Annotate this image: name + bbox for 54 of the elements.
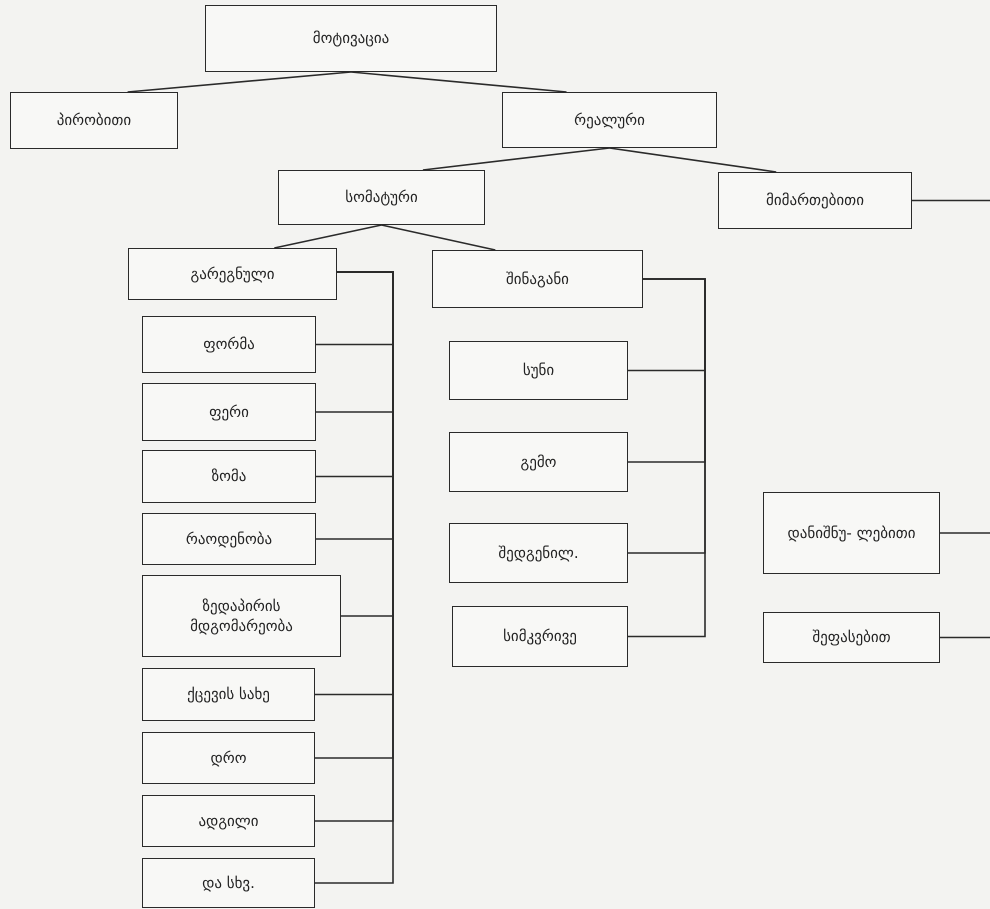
connector-line [350,71,567,93]
concept-box [142,858,315,908]
concept-box [142,668,315,721]
concept-box [142,795,315,847]
concept-box [502,92,717,148]
node-label: ფორმა [203,334,255,355]
node-label: დანიშნუ- ლებითი [788,522,916,544]
connector-line [609,147,776,173]
concept-box [142,383,316,441]
node-label: სომატური [345,187,418,208]
connector-line [940,636,990,638]
concept-box [449,523,628,583]
concept-box [452,606,628,667]
node-label: და სხვ. [202,872,255,894]
concept-box [142,513,316,565]
concept-box [10,92,178,149]
node-label: შინაგანი [506,268,569,290]
connector-line [628,278,706,638]
concept-box [763,492,940,574]
connector-line [381,224,496,251]
node-label: გარეგნული [190,264,274,284]
concept-box [278,170,485,225]
node-label: სიმკვრივე [503,626,577,647]
node-label: პირობითი [56,110,132,131]
node-label: ზომა [212,466,246,487]
concept-box [142,450,316,503]
connector-line [912,200,990,202]
node-label: მიმართებითი [766,190,864,211]
node-label: სუნი [522,360,554,381]
concept-box [142,732,315,784]
node-label: მოტივაცია [312,28,390,49]
concept-box [128,248,337,300]
node-label: რეალური [574,110,645,130]
concept-box [449,341,628,400]
node-label: შედგენილ. [498,542,579,564]
concept-box [142,316,316,373]
node-label: ადგილი [198,810,259,832]
connector-line [422,147,610,171]
concept-box [205,5,497,72]
connector-line [274,224,382,249]
connector-line [128,71,352,93]
connector-line [940,532,990,534]
node-label: გემო [520,452,556,472]
concept-box [718,172,912,229]
node-label: ფერი [209,402,249,422]
concept-box [449,432,628,492]
node-label: რაოდენობა [186,528,272,550]
concept-box [142,575,341,657]
node-label: დრო [210,748,246,768]
concept-box [763,612,940,663]
concept-box [432,250,643,308]
node-label: ქცევის სახე [187,684,270,705]
node-label: შეფასებით [812,627,891,648]
node-label: ზედაპირის მდგომარეობა [189,596,294,636]
